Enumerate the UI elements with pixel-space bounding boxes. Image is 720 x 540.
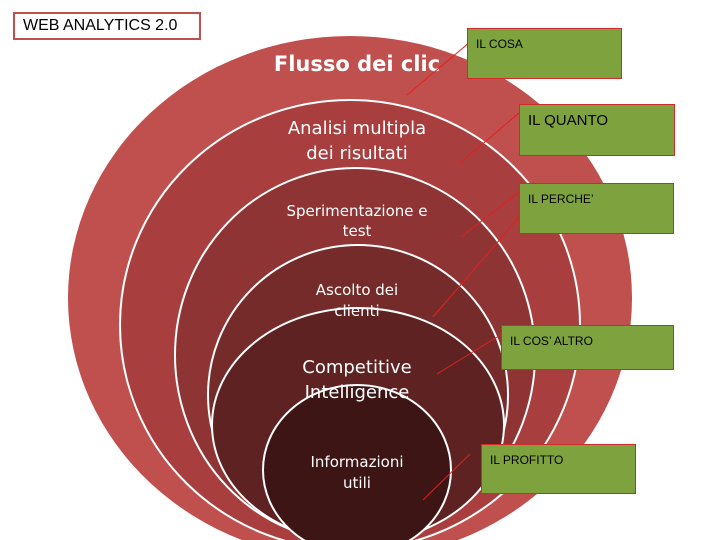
label-analisi-multipla: Analisi multipla dei risultati	[288, 118, 426, 164]
rings-group	[68, 36, 632, 540]
label-ascolto-clienti-line-1: Ascolto dei	[316, 281, 398, 299]
connector-line-5	[436, 333, 503, 375]
label-sperimentazione-line-2: test	[343, 222, 372, 240]
connectors-group	[406, 41, 522, 501]
label-analisi-multipla-line-2: dei risultati	[306, 143, 408, 164]
label-flusso-dei-clic-line-1: Flusso dei clic	[274, 52, 440, 76]
label-sperimentazione-line-1: Sperimentazione e	[287, 202, 428, 220]
connector-line-3	[460, 191, 520, 238]
label-informazioni-utili-line-2: utili	[343, 474, 371, 492]
label-informazioni-utili-line-1: Informazioni	[311, 453, 404, 471]
tag-il-cos-altro: IL COS’ ALTRO	[501, 325, 674, 370]
label-competitive-intelligence-line-1: Competitive	[302, 357, 411, 378]
tag-il-perche: IL PERCHE’	[519, 183, 674, 234]
label-analisi-multipla-line-1: Analisi multipla	[288, 118, 426, 139]
connector-line-1	[406, 41, 471, 96]
connector-line-4	[432, 214, 522, 318]
label-competitive-intelligence-line-2: Intelligence	[305, 382, 410, 403]
connector-line-6	[422, 453, 471, 501]
label-sperimentazione: Sperimentazione e test	[287, 202, 428, 240]
tag-il-profitto: IL PROFITTO	[481, 444, 636, 494]
slide-title: WEB ANALYTICS 2.0	[13, 12, 201, 40]
ring-informazioni-utili	[262, 384, 452, 540]
label-ascolto-clienti-line-2: clienti	[334, 302, 379, 320]
label-informazioni-utili: Informazioni utili	[311, 453, 404, 492]
tag-il-quanto: IL QUANTO	[519, 104, 675, 156]
label-ascolto-clienti: Ascolto dei clienti	[316, 281, 398, 320]
connector-line-2	[459, 112, 520, 164]
label-flusso-dei-clic: Flusso dei clic	[274, 52, 440, 76]
tag-il-cosa: IL COSA	[467, 28, 622, 79]
